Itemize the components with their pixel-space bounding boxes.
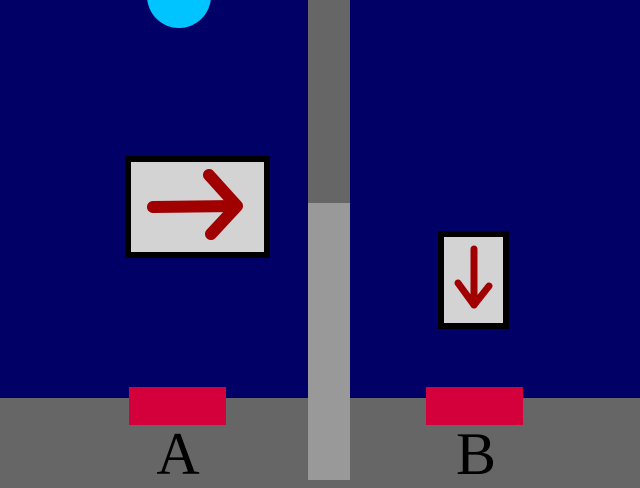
lane-label-b: B bbox=[455, 421, 497, 487]
sign-down bbox=[438, 231, 509, 329]
lane-label-a: A bbox=[156, 421, 200, 487]
arrow-down-icon bbox=[454, 245, 493, 309]
target-pad-a[interactable] bbox=[129, 387, 226, 425]
target-pad-b[interactable] bbox=[426, 387, 523, 425]
divider-wall-lower bbox=[308, 203, 350, 480]
divider-wall-upper bbox=[308, 0, 350, 203]
sign-right bbox=[125, 156, 270, 258]
arrow-right-icon bbox=[147, 169, 243, 240]
lane-b-background bbox=[350, 0, 640, 398]
